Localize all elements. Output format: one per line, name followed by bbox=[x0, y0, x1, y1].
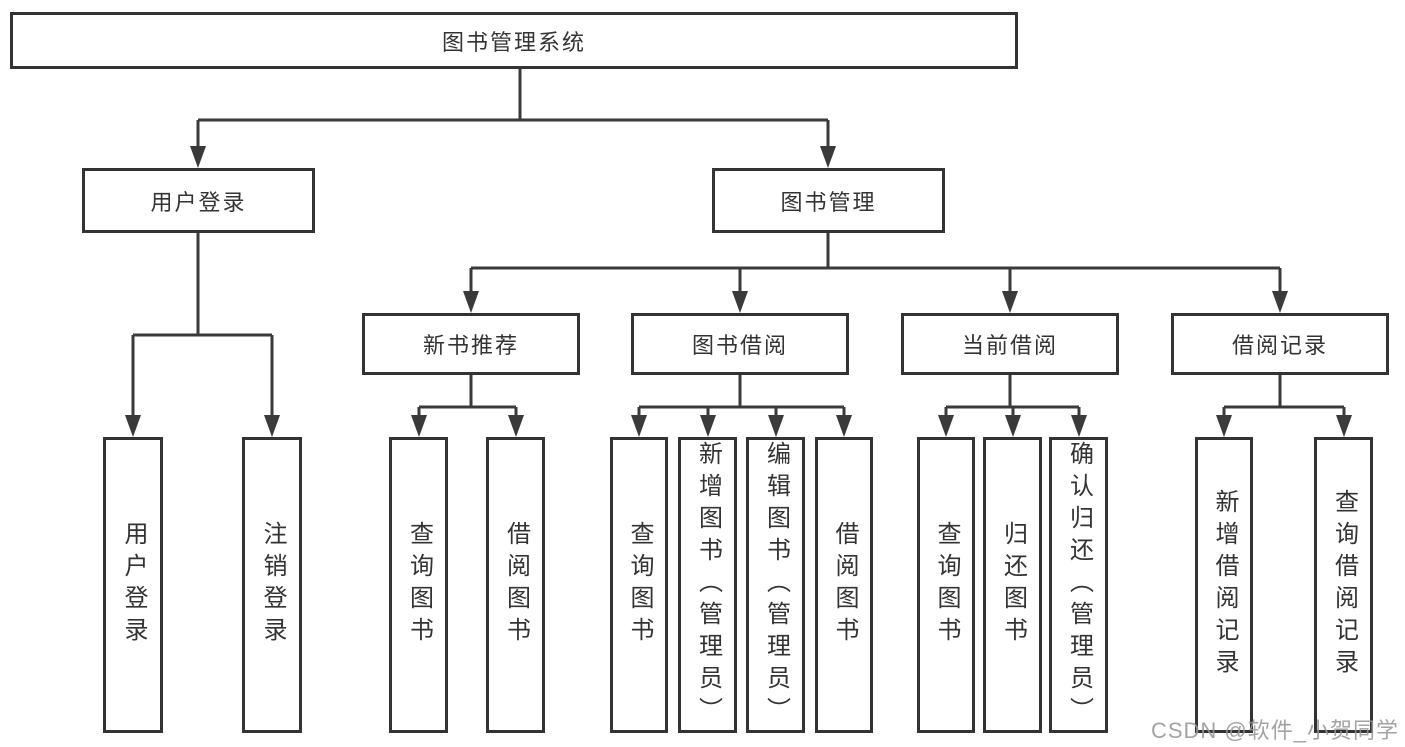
node-label: 新书推荐 bbox=[422, 333, 519, 358]
node-book-management: 图书管理 bbox=[712, 168, 945, 233]
node-label: 图书管理系统 bbox=[441, 29, 586, 55]
node-label: 用户登录 bbox=[120, 521, 147, 649]
leaf-borrow-edit-books-admin: 编辑图书（管理员） bbox=[746, 437, 805, 733]
node-label: 用户登录 bbox=[150, 189, 247, 215]
leaf-records-add-record: 新增借阅记录 bbox=[1195, 437, 1253, 733]
node-label: 新增借阅记录 bbox=[1211, 489, 1238, 681]
node-label: 借阅图书 bbox=[831, 521, 858, 649]
node-book-borrow: 图书借阅 bbox=[631, 313, 849, 375]
leaf-current-query-books: 查询图书 bbox=[917, 437, 975, 733]
node-label: 图书借阅 bbox=[691, 333, 788, 358]
csdn-watermark: CSDN @软件_小贺同学 bbox=[1150, 718, 1399, 743]
node-label: 确认归还（管理员） bbox=[1065, 441, 1093, 729]
node-borrow-records: 借阅记录 bbox=[1171, 313, 1389, 375]
node-library-management-system: 图书管理系统 bbox=[10, 12, 1018, 69]
node-label: 注销登录 bbox=[259, 521, 286, 649]
leaf-records-query-record: 查询借阅记录 bbox=[1314, 437, 1373, 733]
node-label: 归还图书 bbox=[999, 521, 1027, 649]
leaf-borrow-add-books-admin: 新增图书（管理员） bbox=[678, 437, 737, 733]
node-current-borrow: 当前借阅 bbox=[901, 313, 1119, 375]
node-new-book-recommend: 新书推荐 bbox=[362, 313, 580, 375]
leaf-current-return-books: 归还图书 bbox=[983, 437, 1042, 733]
node-label: 查询借阅记录 bbox=[1330, 489, 1358, 681]
node-label: 当前借阅 bbox=[961, 333, 1058, 358]
node-user-login: 用户登录 bbox=[82, 168, 315, 233]
leaf-recommend-borrow-books: 借阅图书 bbox=[486, 437, 545, 733]
node-label: 查询图书 bbox=[405, 521, 433, 649]
node-label: 编辑图书（管理员） bbox=[762, 441, 790, 729]
node-label: 查询图书 bbox=[626, 521, 653, 649]
leaf-logout: 注销登录 bbox=[242, 437, 302, 733]
leaf-current-confirm-return-admin: 确认归还（管理员） bbox=[1049, 437, 1108, 733]
node-label: 借阅图书 bbox=[502, 521, 530, 649]
node-label: 新增图书（管理员） bbox=[694, 441, 722, 729]
leaf-user-login: 用户登录 bbox=[103, 437, 163, 733]
leaf-recommend-query-books: 查询图书 bbox=[389, 437, 448, 733]
node-label: 借阅记录 bbox=[1231, 333, 1328, 358]
leaf-borrow-borrow-books: 借阅图书 bbox=[815, 437, 873, 733]
node-label: 查询图书 bbox=[933, 521, 960, 649]
node-label: 图书管理 bbox=[780, 189, 877, 215]
leaf-borrow-query-books: 查询图书 bbox=[610, 437, 668, 733]
